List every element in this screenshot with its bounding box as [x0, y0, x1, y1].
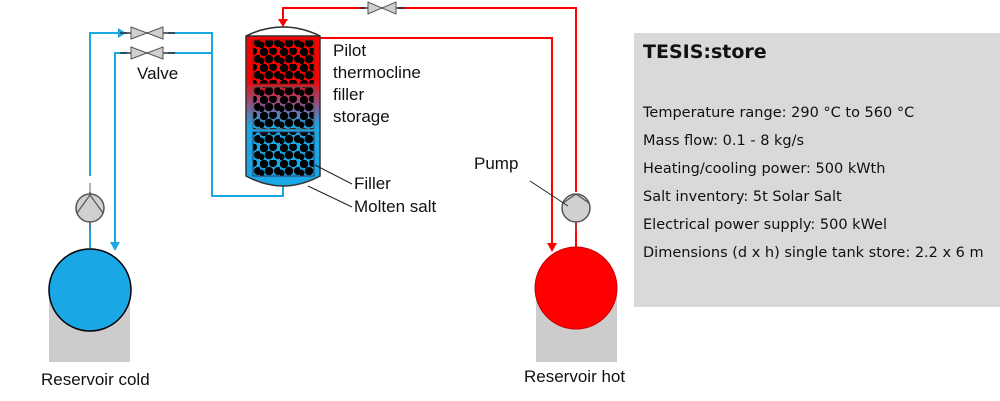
- spec-temperature-range: Temperature range: 290 °C to 560 °C: [643, 105, 915, 121]
- molten-salt-label: Molten salt: [354, 197, 437, 216]
- specs-title: TESIS:store: [643, 41, 767, 63]
- reservoir-cold-tank[interactable]: [48, 248, 132, 332]
- hot-flow-arrow-tank: [278, 19, 288, 27]
- pump-cold[interactable]: [75, 183, 105, 230]
- spec-salt-inventory: Salt inventory: 5t Solar Salt: [643, 189, 842, 205]
- filler-leader-line: [314, 164, 353, 185]
- tank-title-line-1: Pilot: [333, 41, 367, 60]
- valve-cold-top[interactable]: [120, 26, 175, 40]
- valve-cold-bottom[interactable]: [120, 46, 175, 60]
- molten-salt-leader-line: [307, 185, 353, 208]
- thermocline-tank[interactable]: [245, 26, 321, 187]
- reservoir-hot-tank[interactable]: [534, 246, 618, 330]
- spec-dimensions: Dimensions (d x h) single tank store: 2.…: [643, 245, 984, 261]
- pump-leader-line: [529, 180, 569, 207]
- tank-title-line-4: storage: [333, 107, 390, 126]
- specs-panel: TESIS:store Temperature range: 290 °C to…: [634, 33, 1000, 307]
- filler-layer-bottom: [252, 131, 315, 177]
- reservoir-hot-label: Reservoir hot: [524, 367, 626, 386]
- hot-flow-arrow-down: [547, 243, 557, 252]
- filler-layer-top: [252, 39, 315, 85]
- cold-flow-arrow-down: [110, 242, 120, 251]
- tank-title-line-2: thermocline: [333, 63, 421, 82]
- valve-label: Valve: [137, 64, 179, 83]
- spec-mass-flow: Mass flow: 0.1 - 8 kg/s: [643, 133, 805, 149]
- spec-electrical-power: Electrical power supply: 500 kWel: [643, 217, 888, 233]
- filler-layer-middle: [252, 86, 315, 130]
- filler-label: Filler: [354, 174, 391, 193]
- pump-hot[interactable]: [561, 193, 591, 230]
- reservoir-cold-label: Reservoir cold: [41, 370, 150, 389]
- valve-hot-top[interactable]: [360, 1, 405, 15]
- spec-heating-cooling-power: Heating/cooling power: 500 kWth: [643, 161, 886, 177]
- tank-title-line-3: filler: [333, 85, 365, 104]
- pump-label: Pump: [474, 154, 519, 173]
